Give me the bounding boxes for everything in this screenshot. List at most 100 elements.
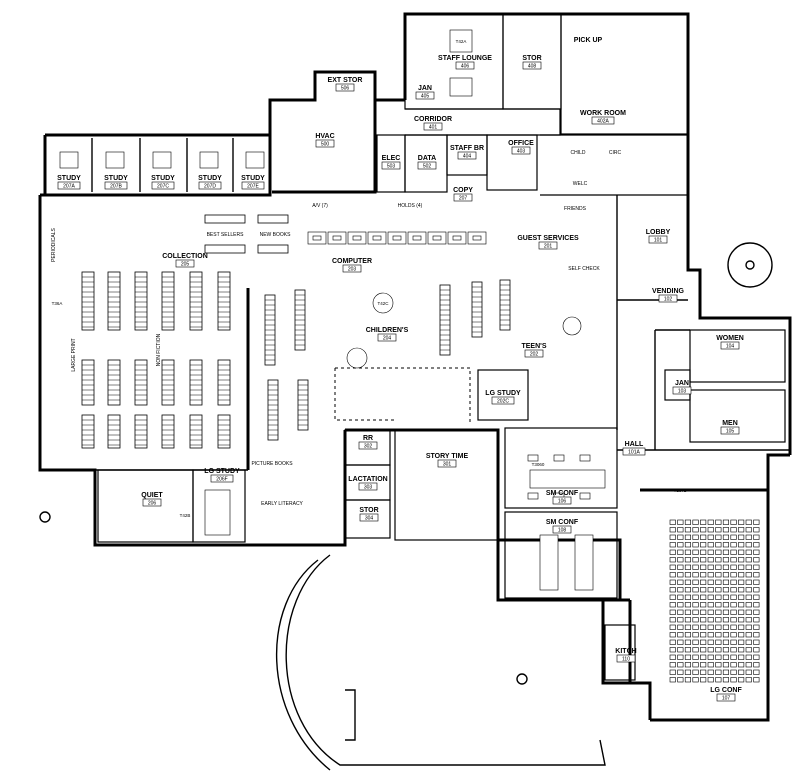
conference-chair — [677, 557, 684, 563]
conference-chair — [700, 527, 707, 533]
conference-chair — [707, 662, 714, 668]
conference-chair — [753, 557, 760, 563]
label-holds: HOLDS (4) — [398, 203, 423, 209]
conference-chair — [707, 602, 714, 608]
conference-chair — [745, 594, 752, 600]
room-number: 201 — [544, 244, 553, 250]
conference-chair — [730, 579, 737, 585]
conference-chair — [745, 677, 752, 683]
computer-monitor — [372, 235, 382, 241]
room-number-box — [648, 235, 668, 244]
conference-chair — [669, 572, 676, 578]
conference-chair — [669, 602, 676, 608]
conference-chair — [700, 624, 707, 630]
conference-chair — [722, 594, 730, 600]
tag-t42a: T42A — [456, 39, 467, 44]
room-number-box — [175, 259, 195, 268]
conference-chair — [669, 594, 676, 600]
conference-chair — [730, 527, 737, 533]
display-shelf — [257, 244, 289, 254]
conference-chair — [753, 527, 760, 533]
conference-chair — [700, 617, 707, 623]
conference-chair — [677, 579, 684, 585]
conference-chair — [677, 624, 684, 630]
conference-chair — [677, 534, 684, 540]
room-number: 106 — [558, 499, 567, 505]
conference-chair — [745, 662, 752, 668]
conference-chair — [684, 602, 692, 608]
conference-chair — [692, 564, 699, 570]
conference-chair — [745, 579, 752, 585]
conference-chair — [738, 677, 745, 683]
room-number-box — [720, 426, 740, 435]
room-label: JAN — [675, 380, 689, 387]
room-number: 207C — [157, 184, 169, 190]
conference-chair — [692, 527, 699, 533]
conference-chair — [715, 594, 722, 600]
conference-chair — [527, 454, 539, 462]
wall-sm-conf — [496, 538, 630, 602]
tag-t36a: T36A — [52, 301, 63, 306]
shelf-range — [81, 271, 95, 331]
room-number: 107 — [722, 696, 731, 702]
room-label: STUDY — [241, 175, 265, 182]
study-tables — [59, 29, 606, 591]
room-number-box — [315, 139, 335, 148]
conference-chair — [669, 587, 676, 593]
conference-chair — [715, 579, 722, 585]
conference-chair — [684, 542, 692, 548]
label-child: CHILD — [570, 150, 585, 156]
conference-chair — [722, 632, 730, 638]
wall-north-west — [40, 135, 272, 197]
conference-chair — [692, 587, 699, 593]
furniture-tags: T42A T42C T36A T3060 T1872 T42B — [52, 39, 687, 518]
label-circ: CIRC — [609, 150, 622, 156]
conference-chair — [677, 669, 684, 675]
conference-chair — [692, 579, 699, 585]
conference-chair — [730, 564, 737, 570]
label-friends: FRIENDS — [564, 206, 587, 212]
conference-chair — [738, 654, 745, 660]
room-number: 402A — [597, 119, 609, 125]
conference-chair — [745, 609, 752, 615]
room-number: 503 — [387, 164, 396, 170]
conference-chair — [684, 617, 692, 623]
site-markers — [39, 242, 773, 685]
conference-chair — [707, 527, 714, 533]
room-label: KITCH — [615, 648, 636, 655]
room-label: LG STUDY — [485, 390, 521, 397]
conference-chair — [669, 632, 676, 638]
conference-chair — [745, 617, 752, 623]
conference-chair — [722, 564, 730, 570]
conference-chair — [677, 632, 684, 638]
room-number: 101A — [628, 450, 640, 456]
conference-chair — [730, 572, 737, 578]
room-number: 207B — [110, 184, 122, 190]
room-number: 502 — [423, 164, 432, 170]
conference-chair — [669, 617, 676, 623]
label-self-check: SELF CHECK — [568, 266, 600, 272]
room-number: 301 — [443, 462, 452, 468]
display-shelf — [204, 214, 246, 224]
room-label: TEEN'S — [521, 343, 546, 350]
room-number-box — [591, 116, 615, 125]
conference-chair — [753, 564, 760, 570]
room-number: 103 — [678, 389, 687, 395]
conference-chair — [692, 602, 699, 608]
conference-chair — [753, 632, 760, 638]
room-number-box — [210, 474, 234, 483]
conference-chair — [692, 677, 699, 683]
conference-chair — [692, 594, 699, 600]
room-number-box — [552, 496, 572, 505]
